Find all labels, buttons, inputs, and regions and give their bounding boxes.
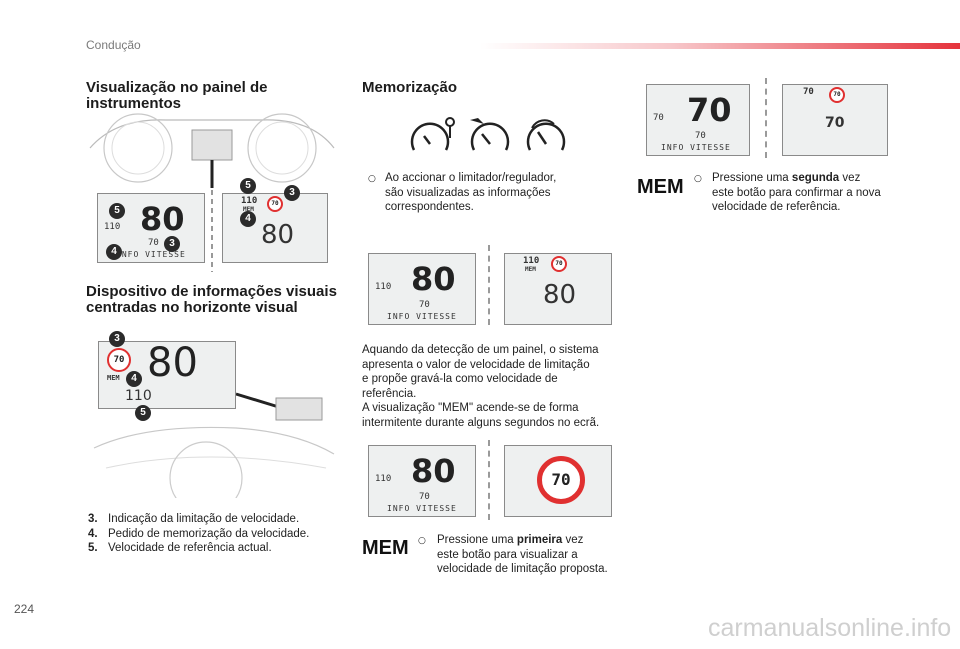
separator <box>488 245 490 325</box>
section-header: Condução <box>86 38 141 52</box>
hud-display: 70 80 MEM 110 <box>98 340 236 409</box>
mode-icons <box>408 114 570 160</box>
mem-button-label-right: MEM <box>637 176 684 198</box>
display-cluster-mid1: 80 110 70 INFO VITESSE <box>368 253 476 325</box>
display-cluster-mid2: 80 110 70 INFO VITESSE <box>368 445 476 517</box>
paragraph-second-press-bullet: ○ <box>694 174 702 184</box>
page-number: 224 <box>14 602 35 616</box>
callout-4b: 4 <box>240 211 256 227</box>
paragraph-second-press: Pressione uma segunda vez este botão par… <box>712 172 881 213</box>
display-side-right: 70 70 70 <box>782 84 888 156</box>
paragraph-first-press: Pressione uma primeira vez este botão pa… <box>437 534 608 575</box>
legend: 3.Indicação da limitação de velocidade. … <box>88 512 309 556</box>
callout-5b: 5 <box>240 178 256 194</box>
cluster-display-right: 110 MEM 70 80 <box>222 193 328 263</box>
speedometer-icon <box>410 117 455 151</box>
callout-3c: 3 <box>109 331 125 347</box>
legend-item-5: 5.Velocidade de referência actual. <box>88 542 272 554</box>
section-title-memorization: Memorização <box>362 79 458 96</box>
separator <box>765 78 767 158</box>
limiter-icon <box>470 118 510 151</box>
legend-item-4: 4.Pedido de memorização da velocidade. <box>88 527 310 540</box>
paragraph-detection: Aquando da detecção de um painel, o sist… <box>362 344 600 429</box>
callout-3: 3 <box>164 236 180 252</box>
regulator-icon <box>526 119 566 151</box>
display-side-mid1: 110 MEM 70 80 <box>504 253 612 325</box>
display-cluster-right: 70 70 70 INFO VITESSE <box>646 84 750 156</box>
instrument-cluster-illustration <box>86 108 338 274</box>
mem-button-label: MEM <box>362 537 409 559</box>
callout-5: 5 <box>109 203 125 219</box>
callout-3b: 3 <box>284 185 300 201</box>
legend-item-3: 3.Indicação da limitação de velocidade. <box>88 513 300 525</box>
hud-illustration <box>86 328 338 515</box>
paragraph-first-press-bullet: ○ <box>418 536 426 546</box>
callout-5c: 5 <box>135 405 151 421</box>
callout-4: 4 <box>106 244 122 260</box>
callout-4c: 4 <box>126 371 142 387</box>
separator <box>488 440 490 520</box>
watermark: carmanualsonline.info <box>708 614 952 642</box>
speedometer-icons-row <box>410 117 566 151</box>
paragraph-activation: ○ <box>368 174 376 184</box>
paragraph-activation-text: Ao accionar o limitador/regulador, são v… <box>385 172 557 213</box>
display-sign-70: 70 <box>504 445 612 517</box>
header-accent-line <box>480 43 960 49</box>
